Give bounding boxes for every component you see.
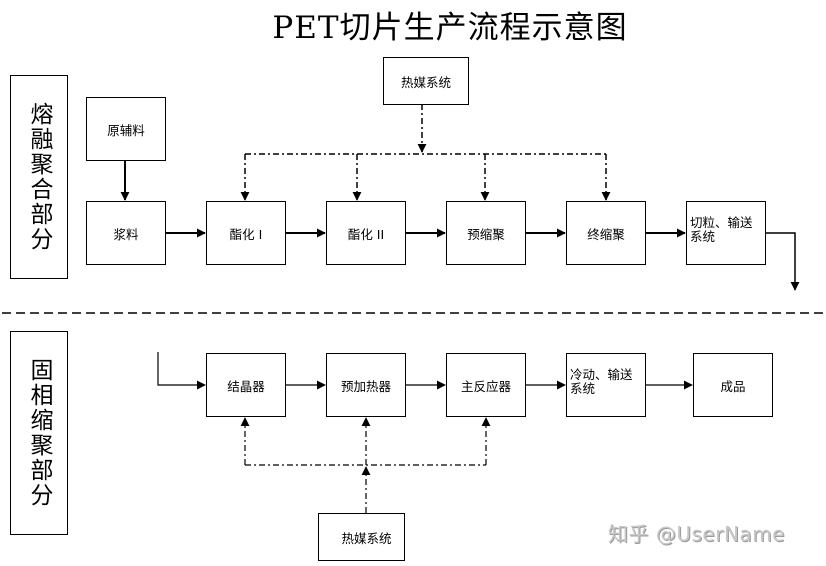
box-cutting-conveying: 切粒、输送系统 (686, 201, 766, 265)
box-cooling-conveying-label: 冷动、输送系统 (570, 367, 633, 396)
watermark: 知乎 @UserName (608, 522, 785, 546)
box-esterification-2: 酯化 II (326, 201, 406, 265)
box-product-label: 成品 (720, 378, 746, 394)
box-prepolycondensation-label: 预缩聚 (467, 226, 505, 242)
box-prepolycondensation: 预缩聚 (446, 201, 526, 265)
section-solid-label: 固相缩聚部分 (26, 358, 52, 508)
box-esterification-1: 酯化 I (206, 201, 286, 265)
box-cooling-conveying: 冷动、输送系统 (566, 353, 646, 417)
box-heat-medium-bottom: 热媒系统 (318, 513, 405, 561)
section-solid-state-polycondensation: 固相缩聚部分 (10, 331, 68, 535)
box-crystallizer-label: 结晶器 (227, 378, 265, 394)
box-heat-medium-bottom-label: 热媒系统 (341, 530, 392, 546)
box-main-reactor-label: 主反应器 (460, 378, 511, 394)
section-melt-label: 熔融聚合部分 (26, 102, 52, 252)
arrow-cutting-output (765, 232, 800, 291)
box-main-reactor: 主反应器 (446, 353, 526, 417)
box-crystallizer: 结晶器 (206, 353, 286, 417)
box-esterification-1-label: 酯化 I (229, 226, 263, 242)
box-preheater: 预加热器 (326, 353, 406, 417)
box-heat-medium-top: 热媒系统 (383, 57, 469, 105)
box-raw-material: 原辅料 (86, 97, 166, 161)
box-final-polycondensation: 终缩聚 (566, 201, 646, 265)
box-esterification-2-label: 酯化 II (347, 226, 385, 242)
section-melt-polymerization: 熔融聚合部分 (10, 75, 68, 279)
box-raw-material-label: 原辅料 (107, 122, 145, 138)
box-cutting-conveying-label: 切粒、输送系统 (690, 215, 753, 244)
box-slurry: 浆料 (86, 201, 166, 265)
box-preheater-label: 预加热器 (340, 378, 391, 394)
box-heat-medium-top-label: 热媒系统 (400, 74, 451, 90)
diagram-title: PET切片生产流程示意图 (272, 10, 628, 46)
box-final-polycondensation-label: 终缩聚 (587, 226, 625, 242)
box-slurry-label: 浆料 (113, 226, 139, 242)
box-product: 成品 (693, 353, 773, 417)
arrow-input-to-crystallizer (157, 352, 206, 390)
